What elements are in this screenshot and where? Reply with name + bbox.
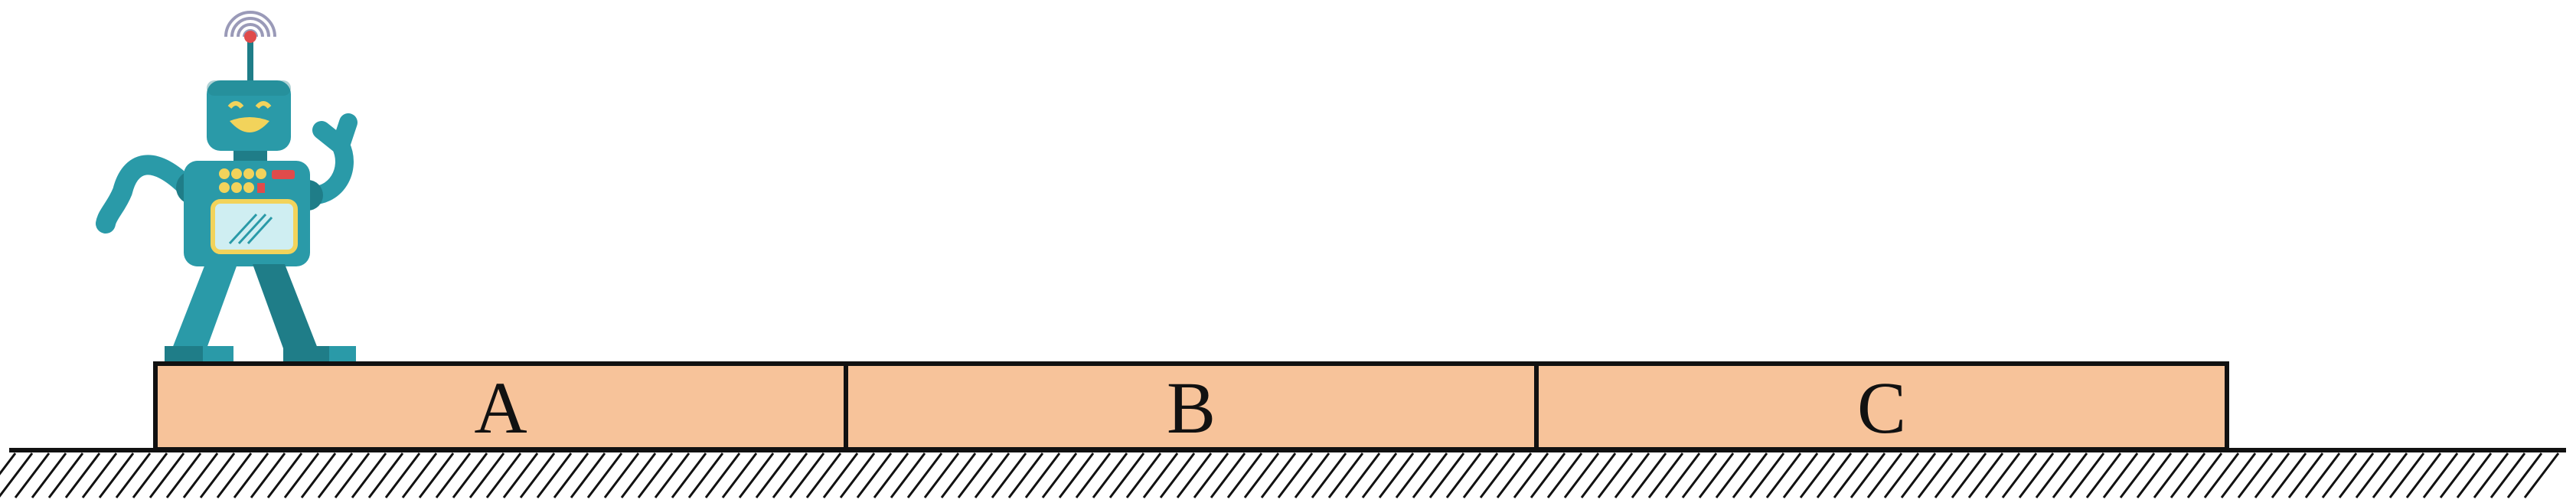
block-label-a: A xyxy=(474,367,527,449)
block-b: B xyxy=(844,361,1539,452)
ground xyxy=(0,448,2566,498)
ground-hatching xyxy=(0,452,2560,498)
block-label-b: B xyxy=(1167,367,1216,449)
block-a: A xyxy=(153,361,848,452)
robot-icon xyxy=(96,11,358,363)
block-c: C xyxy=(1534,361,2229,452)
block-label-c: C xyxy=(1857,367,1906,449)
